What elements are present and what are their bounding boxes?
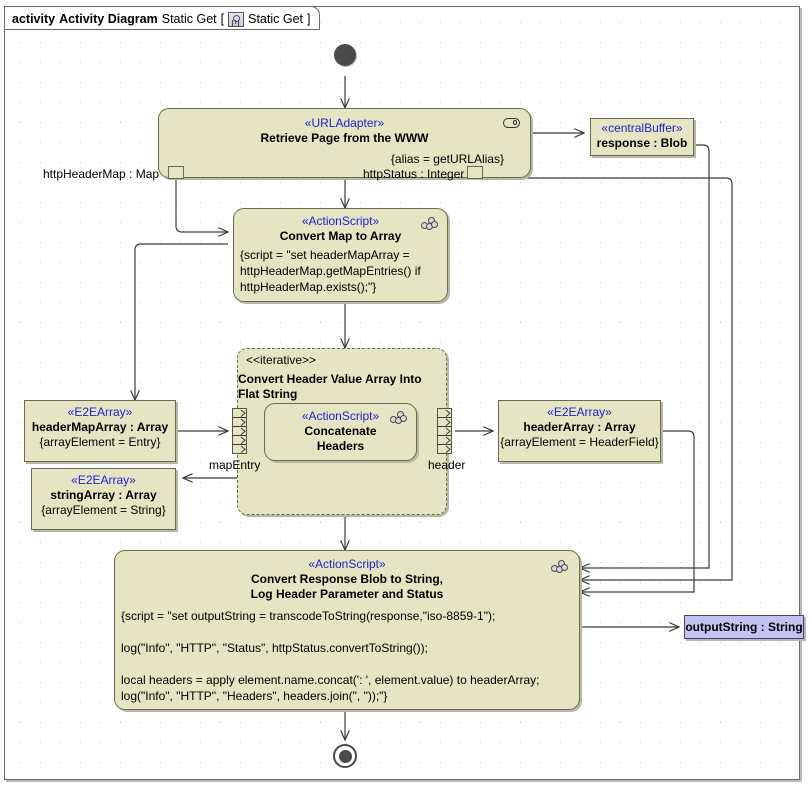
node-name: stringArray : Array: [50, 488, 157, 502]
node-name-line-2: Headers: [316, 439, 365, 453]
pin-label-header: header: [428, 458, 466, 472]
diagram-kind: Activity Diagram: [59, 12, 158, 26]
stereotype-label: «ActionScript»: [301, 409, 380, 423]
stereotype-label: «URLAdapter»: [304, 116, 385, 130]
region-keyword: <<iterative>>: [246, 353, 317, 367]
central-buffer-response[interactable]: «centralBuffer» response : Blob: [590, 118, 694, 156]
node-property: {alias = getURLAlias}: [390, 152, 504, 166]
node-name: headerArray : Array: [523, 420, 636, 434]
final-node-inner: [338, 749, 352, 763]
stereotype-label: «E2EArray»: [547, 405, 612, 419]
url-adapter-icon: [503, 118, 521, 132]
node-name: outputString : String: [685, 620, 803, 634]
region-name-line-2: Flat String: [238, 387, 298, 401]
diagram-keyword: activity: [12, 12, 56, 26]
region-name-line-1: Convert Header Value Array Into: [238, 372, 422, 386]
script-line: log("Info", "HTTP", "Headers", headers.j…: [121, 689, 388, 703]
script-line: httpHeaderMap.getMapEntries() if: [240, 264, 421, 278]
stereotype-label: «E2EArray»: [71, 473, 136, 487]
activity-concatenate-headers[interactable]: «ActionScript» Concatenate Headers: [264, 403, 417, 461]
bracket-close: ]: [307, 12, 311, 26]
node-property: {arrayElement = String}: [41, 503, 166, 517]
activity-convert-response-blob[interactable]: «ActionScript» Convert Response Blob to …: [114, 550, 580, 710]
node-name: Retrieve Page from the WWW: [260, 131, 429, 145]
stereotype-label: «ActionScript»: [301, 214, 380, 228]
bracket-open: [: [220, 12, 225, 26]
pin-label-http-status: httpStatus : Integer: [363, 167, 465, 181]
script-line: [121, 656, 571, 672]
script-line: [121, 624, 571, 640]
activity-convert-map-to-array[interactable]: «ActionScript» Convert Map to Array {scr…: [233, 208, 448, 302]
output-pin-http-status[interactable]: [467, 166, 483, 179]
diagram-title-tab[interactable]: activity Activity Diagram Static Get [ S…: [4, 6, 320, 30]
object-header-map-array[interactable]: «E2EArray» headerMapArray : Array {array…: [24, 400, 176, 462]
initial-node[interactable]: [334, 44, 356, 66]
node-property: {arrayElement = Entry}: [39, 435, 161, 449]
node-name: response : Blob: [596, 136, 688, 150]
script-line: {script = "set headerMapArray =: [240, 248, 410, 262]
node-name: Convert Map to Array: [279, 229, 402, 243]
stereotype-label: «centralBuffer»: [601, 121, 683, 135]
stereotype-label: «ActionScript»: [308, 557, 386, 571]
script-line: {script = "set outputString = transcodeT…: [121, 609, 496, 623]
node-name-line-1: Concatenate: [304, 424, 377, 438]
script-icon: [390, 411, 408, 425]
node-name-line-1: Convert Response Blob to String,: [250, 572, 443, 586]
script-line: log("Info", "HTTP", "Status", httpStatus…: [121, 641, 429, 655]
node-name: headerMapArray : Array: [31, 420, 169, 434]
diagram-name: Static Get: [161, 12, 217, 26]
output-pin-http-header-map[interactable]: [168, 166, 184, 179]
activity-diagram-icon: [228, 11, 245, 27]
script-line: local headers = apply element.name.conca…: [121, 673, 540, 687]
diagram-inner-name: Static Get: [248, 12, 304, 26]
stereotype-label: «E2EArray»: [67, 405, 133, 419]
node-property: {arrayElement = HeaderField}: [500, 435, 659, 449]
multi-pin-header[interactable]: [437, 408, 452, 454]
object-output-string[interactable]: outputString : String: [684, 615, 804, 639]
script-line: httpHeaderMap.exists();"}: [240, 280, 377, 294]
script-icon: [551, 560, 569, 574]
script-icon: [421, 217, 439, 231]
multi-pin-map-entry[interactable]: [232, 408, 247, 454]
object-header-array[interactable]: «E2EArray» headerArray : Array {arrayEle…: [498, 400, 661, 462]
node-name-line-2: Log Header Parameter and Status: [250, 587, 444, 601]
pin-label-map-entry: mapEntry: [209, 458, 261, 472]
object-string-array[interactable]: «E2EArray» stringArray : Array {arrayEle…: [31, 468, 176, 530]
pin-label-http-header-map: httpHeaderMap : Map: [43, 167, 160, 181]
